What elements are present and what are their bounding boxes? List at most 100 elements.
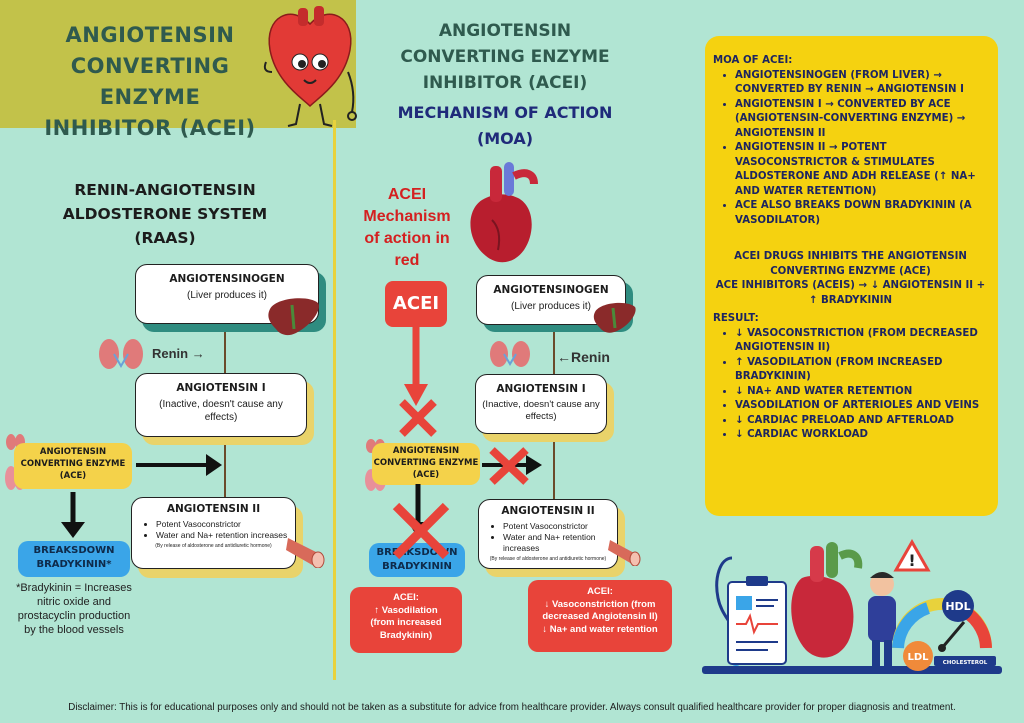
red-arrow-down-icon xyxy=(404,326,428,406)
result-right-box: ACEI: ↓ Vasoconstriction (from decreased… xyxy=(528,580,672,652)
heart-mascot-icon xyxy=(263,6,357,127)
moa-list-item: ACE ALSO BREAKS DOWN BRADYKININ (A VASOD… xyxy=(735,199,988,228)
svg-text:!: ! xyxy=(908,551,915,570)
card-desc: (Inactive, doesn't cause any effects) xyxy=(159,399,283,423)
hdl-badge: HDL xyxy=(945,600,970,613)
result-list-item: ↓ VASOCONSTRICTION (FROM DECREASED ANGIO… xyxy=(735,327,988,356)
bradykinin-note: *Bradykinin = Increases nitric oxide and… xyxy=(16,582,132,636)
moa-list-item: ANGIOTENSIN I → CONVERTED BY ACE (ANGIOT… xyxy=(735,98,988,142)
card-note: (By release of aldosterone and antidiure… xyxy=(155,543,272,549)
result-line: ↓ Na+ and water retention xyxy=(542,623,658,635)
connector-line xyxy=(224,438,226,498)
moa-breaksdown-bradykinin-box: BREAKSDOWN BRADYKININ xyxy=(369,543,465,577)
result-line: decreased Angiotensin II) xyxy=(542,611,658,622)
angiotensin-ii-card: ANGIOTENSIN II Potent Vasoconstrictor Wa… xyxy=(131,497,296,569)
result-line: ↓ Vasoconstriction (from xyxy=(544,598,656,610)
caption-line: ACEI xyxy=(387,186,427,203)
result-list-item: ↓ CARDIAC WORKLOAD xyxy=(735,428,988,443)
result-list-item: ↓ CARDIAC PRELOAD AND AFTERLOAD xyxy=(735,414,988,429)
blood-vessel-icon xyxy=(608,540,641,566)
inhibit-cross-icon xyxy=(392,502,450,560)
page-title: ANGIOTENSIN CONVERTING ENZYME INHIBITOR … xyxy=(20,20,280,144)
title-line: CONVERTING ENZYME xyxy=(400,47,610,67)
title-line: CONVERTING ENZYME xyxy=(70,54,230,109)
heading-line: RENIN-ANGIOTENSIN xyxy=(74,181,256,199)
title-line: INHIBITOR (ACEI) xyxy=(422,73,588,93)
result-list-item: VASODILATION OF ARTERIOLES AND VEINS xyxy=(735,399,988,414)
inhibit-statement: ACEI DRUGS INHIBITS THE ANGIOTENSIN CONV… xyxy=(734,251,967,277)
acei-box: ACEI xyxy=(385,281,447,327)
result-line: Bradykinin) xyxy=(379,629,433,641)
card-title: ANGIOTENSIN I xyxy=(176,382,266,394)
moa-ace-box: ANGIOTENSIN CONVERTING ENZYME (ACE) xyxy=(372,443,480,485)
card-list: Potent Vasoconstrictor Water and Na+ ret… xyxy=(479,521,617,554)
result-list: ↓ VASOCONSTRICTION (FROM DECREASED ANGIO… xyxy=(713,327,988,443)
result-title: ACEI: xyxy=(587,586,613,597)
card-title: ANGIOTENSINOGEN xyxy=(169,273,285,285)
card-list-item: Potent Vasoconstrictor xyxy=(156,519,295,530)
moa-angiotensin-i-card: ANGIOTENSIN I (Inactive, doesn't cause a… xyxy=(475,374,607,434)
caption-line: Mechanism xyxy=(363,208,451,225)
inhibit-cross-icon xyxy=(399,399,437,437)
moa-summary-panel: MOA OF ACEI: ANGIOTENSINOGEN (FROM LIVER… xyxy=(705,36,998,516)
title-line: ANGIOTENSIN xyxy=(65,23,235,47)
acei-red-caption: ACEI Mechanism of action in red xyxy=(352,184,462,272)
result-title: ACEI: xyxy=(393,592,419,603)
card-desc: (Liver produces it) xyxy=(510,301,592,312)
raas-heading: RENIN-ANGIOTENSIN ALDOSTERONE SYSTEM (RA… xyxy=(30,178,300,250)
connector-line xyxy=(224,320,226,380)
card-title: ANGIOTENSIN II xyxy=(166,503,261,515)
card-list-item: Potent Vasoconstrictor xyxy=(503,521,617,532)
moa-list-item: ANGIOTENSINOGEN (FROM LIVER) → CONVERTED… xyxy=(735,69,988,98)
result-list-item: ↑ VASODILATION (FROM INCREASED BRADYKINI… xyxy=(735,356,988,385)
ace-box: ANGIOTENSIN CONVERTING ENZYME (ACE) xyxy=(14,443,132,489)
card-title: ANGIOTENSIN I xyxy=(496,383,586,395)
cholesterol-label: CHOLESTEROL xyxy=(943,660,988,666)
anatomical-heart-icon xyxy=(470,162,538,263)
connector-line xyxy=(553,434,555,500)
liver-icon xyxy=(268,298,319,336)
moa-list-item: ANGIOTENSIN II → POTENT VASOCONSTRICTOR … xyxy=(735,141,988,199)
moa-list: ANGIOTENSINOGEN (FROM LIVER) → CONVERTED… xyxy=(713,69,988,229)
caption-line: of action in xyxy=(364,230,450,247)
ldl-badge: LDL xyxy=(907,652,929,663)
card-list: Potent Vasoconstrictor Water and Na+ ret… xyxy=(132,519,295,541)
liver-icon xyxy=(593,302,636,333)
result-left-box: ACEI: ↑ Vasodilation (from increased Bra… xyxy=(350,587,462,653)
angiotensinogen-card: ANGIOTENSINOGEN (Liver produces it) xyxy=(135,264,319,324)
moa-angiotensin-ii-card: ANGIOTENSIN II Potent Vasoconstrictor Wa… xyxy=(478,499,618,569)
result-line: ↑ Vasodilation xyxy=(374,604,438,616)
breaksdown-bradykinin-box: BREAKSDOWN BRADYKININ* xyxy=(18,541,130,577)
disclaimer-text: Disclaimer: This is for educational purp… xyxy=(68,702,956,713)
title-line: INHIBITOR (ACEI) xyxy=(44,116,256,140)
card-list-item: Water and Na+ retention increases xyxy=(503,532,617,554)
inhibitors-statement: ACE INHIBITORS (ACEIS) → ↓ ANGIOTENSIN I… xyxy=(715,280,986,306)
subtitle-line: (MOA) xyxy=(476,129,534,148)
blood-vessel-icon xyxy=(286,538,325,568)
renin-label: ←Renin xyxy=(557,349,610,365)
card-list-item: Water and Na+ retention increases xyxy=(156,530,295,541)
caption-line: red xyxy=(394,252,420,269)
card-desc: (Liver produces it) xyxy=(186,290,268,301)
inhibit-cross-icon xyxy=(489,447,529,485)
kidney-icon xyxy=(490,341,530,367)
arrow-down-icon xyxy=(61,492,85,538)
arrow-right-icon xyxy=(136,454,222,476)
result-list-item: ↓ NA+ AND WATER RETENTION xyxy=(735,385,988,400)
panel-heading: MOA OF ACEI: xyxy=(713,55,793,66)
moa-subtitle: MECHANISM OF ACTION (MOA) xyxy=(380,100,630,152)
connector-line xyxy=(553,326,555,374)
title-line: ANGIOTENSIN xyxy=(438,21,572,41)
moa-title: ANGIOTENSIN CONVERTING ENZYME INHIBITOR … xyxy=(380,18,630,96)
subtitle-line: MECHANISM OF ACTION xyxy=(397,103,613,122)
card-note: (By release of aldosterone and antidiure… xyxy=(489,556,607,562)
angiotensin-i-card: ANGIOTENSIN I (Inactive, doesn't cause a… xyxy=(135,373,307,437)
result-heading: RESULT: xyxy=(713,313,759,324)
heading-line: ALDOSTERONE SYSTEM (RAAS) xyxy=(62,205,268,247)
card-desc: (Inactive, doesn't cause any effects) xyxy=(482,399,600,422)
result-line: (from increased xyxy=(370,617,442,628)
column-divider xyxy=(333,120,336,680)
card-title: ANGIOTENSINOGEN xyxy=(493,284,609,296)
card-title: ANGIOTENSIN II xyxy=(501,505,595,517)
renin-label: Renin → xyxy=(152,346,205,361)
